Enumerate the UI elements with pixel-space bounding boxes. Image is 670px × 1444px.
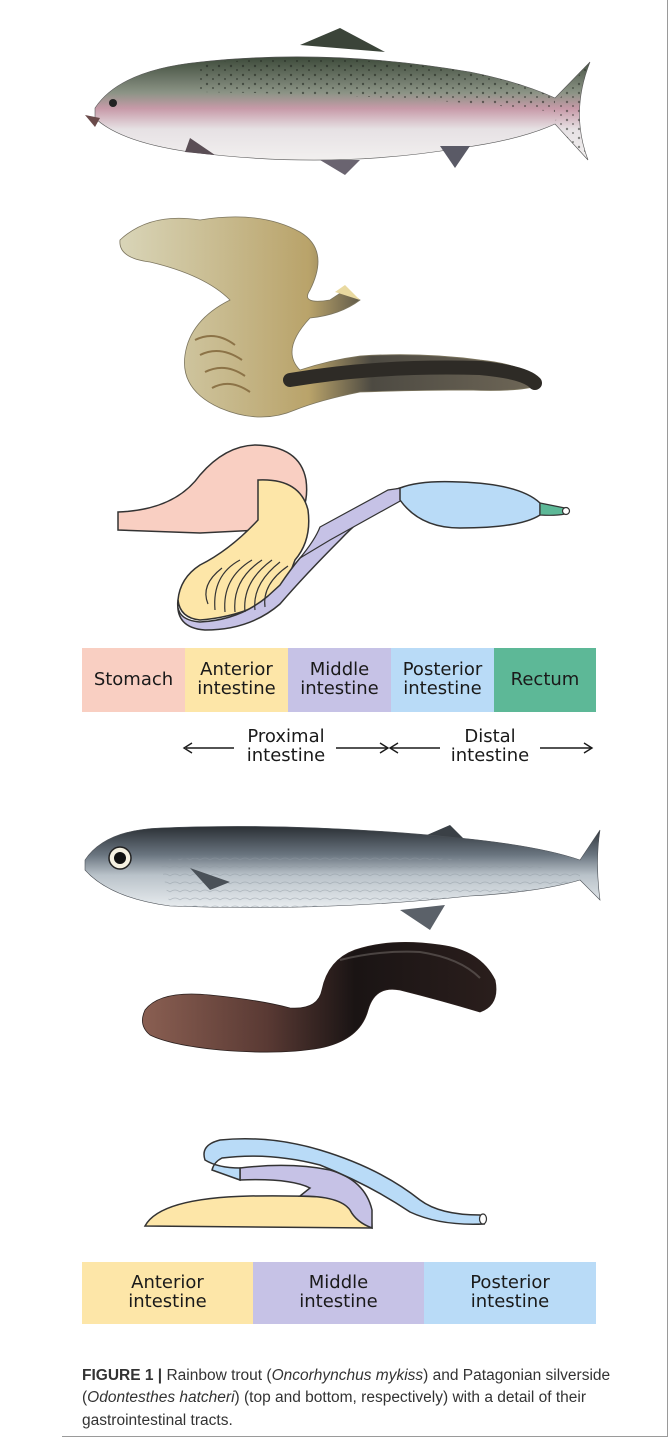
figure-caption: FIGURE 1 | Rainbow trout (Oncorhynchus m… [82, 1365, 652, 1432]
figure-label: FIGURE 1 | [82, 1367, 162, 1384]
silverside-gut-diagram [145, 1139, 487, 1228]
rainbow-trout-photo [85, 28, 590, 175]
segment-posterior-intestine: Posterior intestine [424, 1262, 596, 1324]
distal-intestine-label: Distal intestine [440, 728, 540, 766]
silverside-gut-photo [142, 942, 496, 1052]
segment-anterior-intestine: Anterior intestine [185, 648, 288, 712]
segment-rectum: Rectum [494, 648, 596, 712]
segment-middle-intestine: Middle intestine [253, 1262, 424, 1324]
patagonian-silverside-photo [85, 825, 600, 930]
segment-middle-intestine: Middle intestine [288, 648, 391, 712]
trout-gut-diagram [118, 445, 570, 630]
segment-stomach: Stomach [82, 648, 185, 712]
segment-posterior-intestine: Posterior intestine [391, 648, 494, 712]
caption-text-1: Rainbow trout ( [162, 1367, 271, 1384]
segment-anterior-intestine: Anterior intestine [82, 1262, 253, 1324]
trout-segment-bar: Stomach Anterior intestine Middle intest… [82, 648, 596, 712]
species-name-trout: Oncorhynchus mykiss [272, 1367, 424, 1384]
proximal-intestine-label: Proximal intestine [236, 728, 336, 766]
trout-gut-photo [120, 217, 540, 417]
species-name-silverside: Odontesthes hatcheri [87, 1389, 234, 1406]
silverside-segment-bar: Anterior intestine Middle intestine Post… [82, 1262, 596, 1324]
